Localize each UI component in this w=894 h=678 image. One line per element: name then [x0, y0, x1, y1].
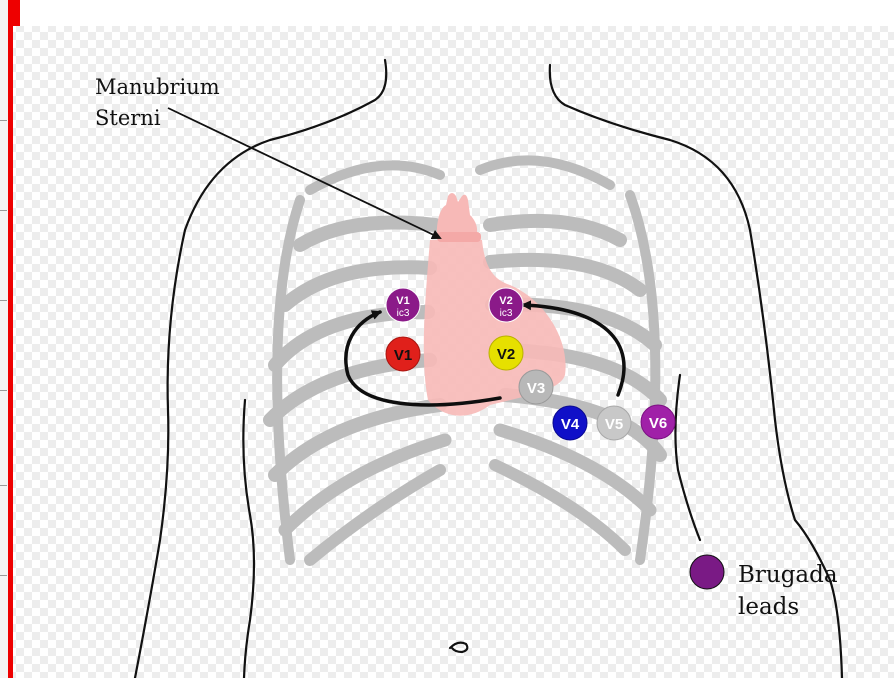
brugada-v1-electrode: V1 ic3 [386, 288, 420, 322]
brugada-v2-label: V2 [499, 295, 512, 307]
brugada-v1-sublabel: ic3 [397, 308, 410, 319]
v2-electrode: V2 [489, 336, 523, 370]
brugada-v2-sublabel: ic3 [500, 308, 513, 319]
manubrium-annotation: Manubrium Sterni [95, 75, 220, 130]
annotation-line-2: Sterni [95, 106, 161, 130]
v3-label: V3 [527, 380, 545, 397]
legend-line-1: Brugada [738, 562, 838, 588]
annotation-line-1: Manubrium [95, 75, 220, 99]
v3-electrode: V3 [519, 370, 553, 404]
brugada-v2-electrode: V2 ic3 [489, 288, 523, 322]
v6-electrode: V6 [641, 405, 675, 439]
v1-electrode: V1 [386, 337, 420, 371]
legend: Brugada leads [690, 555, 838, 620]
v5-electrode: V5 [597, 406, 631, 440]
brugada-v1-label: V1 [396, 295, 409, 307]
v4-label: V4 [561, 416, 580, 433]
manubrium-arrow [168, 108, 440, 238]
v2-label: V2 [497, 346, 515, 363]
v5-label: V5 [605, 416, 623, 433]
legend-line-2: leads [738, 594, 799, 620]
legend-swatch [690, 555, 724, 589]
v1-label: V1 [394, 347, 412, 364]
v4-electrode: V4 [553, 406, 587, 440]
v6-label: V6 [649, 415, 667, 432]
